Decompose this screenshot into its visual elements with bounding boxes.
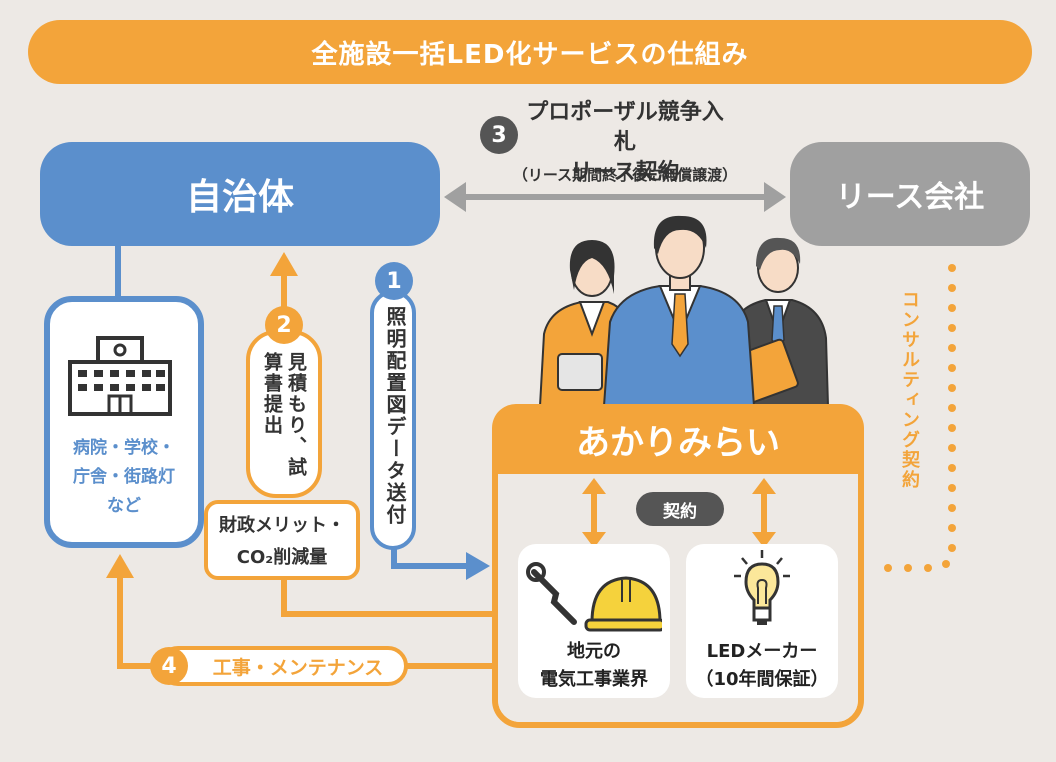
wrench-helmet-icon — [526, 562, 662, 632]
construction-arrow-head — [106, 554, 134, 578]
step-3-note: （リース期間終了後に無償譲渡） — [512, 166, 738, 184]
led-maker-line1: LEDメーカー — [706, 641, 818, 662]
municipality-label: 自治体 — [185, 177, 294, 218]
step-3-badge: 3 — [480, 116, 518, 154]
facilities-line1: 病院・学校・ — [73, 438, 175, 458]
arrow-head-left — [444, 182, 466, 212]
merit-box: 財政メリット・ CO₂削減量 — [204, 500, 360, 580]
title-banner: 全施設一括LED化サービスの仕組み — [28, 20, 1032, 84]
business-people-illustration — [538, 215, 830, 406]
step-3-line2: リース契約 — [570, 160, 680, 185]
contract-arrows — [582, 478, 776, 548]
lease-company-box: リース会社 — [790, 142, 1030, 246]
municipality-box: 自治体 — [40, 142, 440, 246]
merit-line2: CO₂削減量 — [236, 547, 328, 568]
construction-label-box: 工事・メンテナンス — [158, 646, 408, 686]
lease-company-label: リース会社 — [835, 180, 985, 215]
data-send-box — [370, 290, 416, 550]
light-bulb-icon — [734, 550, 790, 625]
facilities-line2: 庁舎・街路灯 — [73, 467, 175, 487]
hospital-building-icon — [68, 336, 172, 416]
led-maker-line2: （10年間保証） — [695, 669, 829, 690]
step-4-badge: 4 — [150, 647, 188, 685]
step-1-badge: 1 — [375, 262, 413, 300]
local-industry-line2: 電気工事業界 — [540, 669, 648, 690]
akari-mirai-header: あかりみらい — [492, 404, 864, 474]
step-2-label: 見積もり、試算書提出 — [261, 352, 307, 478]
step-3-line1: プロポーザル競争入札 — [526, 100, 724, 155]
estimate-arrow-head — [270, 252, 298, 276]
step-2-badge: 2 — [265, 306, 303, 344]
local-industry-label: 地元の 電気工事業界 — [518, 638, 670, 694]
contract-badge: 契約 — [636, 492, 724, 526]
facilities-line3: など — [107, 496, 141, 516]
merit-line1: 財政メリット・ — [219, 515, 345, 536]
arrow-head-right — [764, 182, 786, 212]
consulting-label: コンサルティング契約 — [899, 290, 920, 490]
local-industry-line1: 地元の — [567, 641, 621, 662]
step-1-label: 照明配置図データ送付 — [383, 306, 407, 526]
akari-mirai-label: あかりみらい — [576, 422, 780, 463]
consulting-dotted-line — [884, 264, 956, 572]
step-4-label: 工事・メンテナンス — [212, 656, 384, 679]
step-3-label: プロポーザル競争入札 リース契約 — [520, 98, 730, 188]
data-send-arrow-head — [466, 552, 490, 580]
led-maker-label: LEDメーカー （10年間保証） — [686, 638, 838, 694]
facilities-label: 病院・学校・ 庁舎・街路灯 など — [50, 434, 198, 521]
